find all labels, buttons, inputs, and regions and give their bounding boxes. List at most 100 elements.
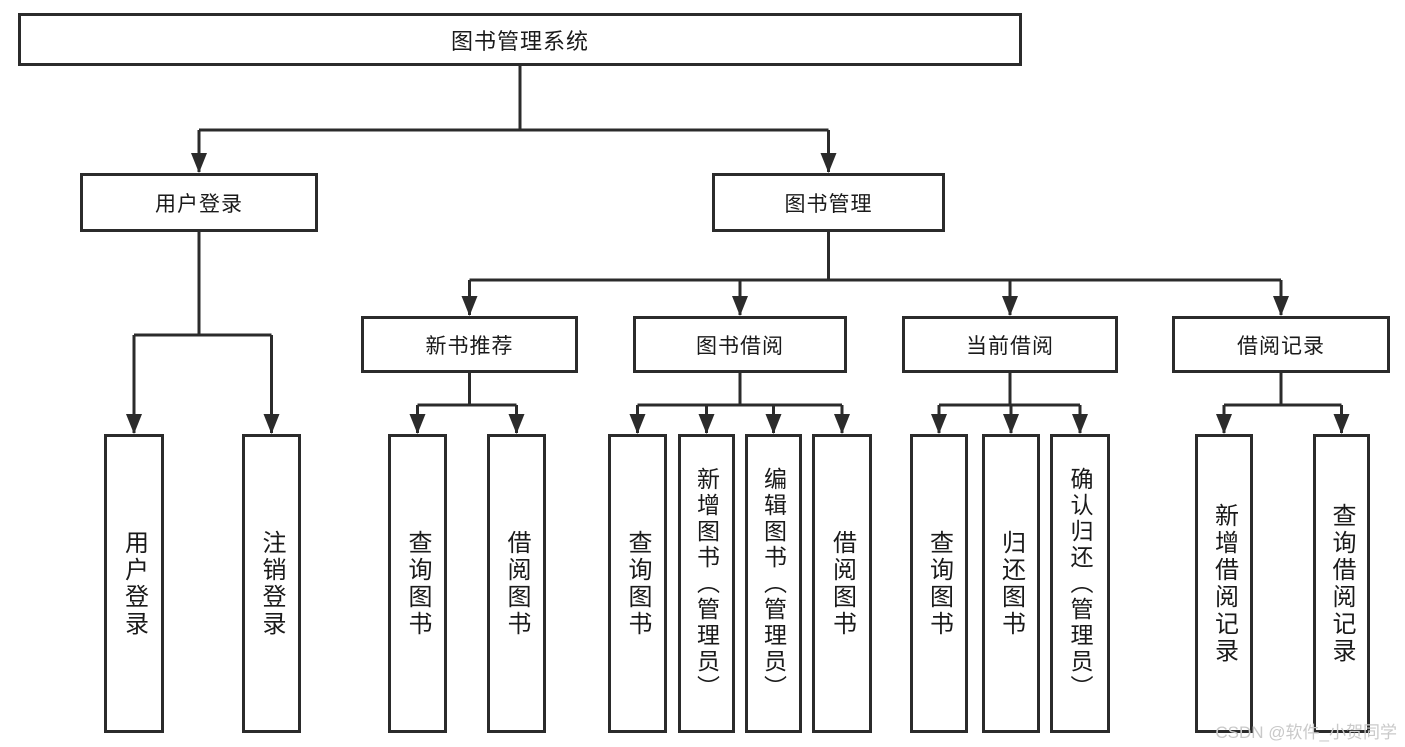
arrow-head-icon	[1216, 414, 1232, 434]
node-leaf-query-book-cur[interactable]: 查询图书	[910, 434, 968, 733]
node-label-leaf-user-logout: 注销登录	[258, 529, 285, 638]
arrow-head-icon	[629, 414, 646, 434]
node-box-new-book-recommend	[361, 316, 578, 373]
node-leaf-query-book-rec[interactable]: 查询图书	[388, 434, 447, 733]
node-label-container-new-book-recommend: 新书推荐	[361, 316, 578, 373]
node-box-current-borrow	[902, 316, 1118, 373]
node-label-book-manage: 图书管理	[784, 192, 873, 216]
arrow-head-icon	[820, 153, 837, 173]
node-leaf-return-book[interactable]: 归还图书	[982, 434, 1040, 733]
node-label-root: 图书管理系统	[450, 28, 589, 54]
node-label-container-book-manage: 图书管理	[712, 173, 945, 232]
node-book-manage[interactable]: 图书管理	[712, 173, 945, 232]
node-label-container-leaf-user-login: 用户登录	[104, 434, 164, 733]
node-label-container-borrow-record: 借阅记录	[1172, 316, 1390, 373]
arrow-head-icon	[1273, 296, 1289, 316]
arrow-head-icon	[931, 414, 947, 434]
arrow-head-icon	[461, 296, 478, 316]
arrow-head-icon	[834, 414, 850, 434]
node-box-leaf-return-book	[982, 434, 1040, 733]
node-label-container-leaf-query-borrow-record: 查询借阅记录	[1313, 434, 1370, 733]
node-leaf-add-book[interactable]: 新增图书（管理员）	[678, 434, 735, 733]
node-label-container-book-borrow: 图书借阅	[633, 316, 847, 373]
node-label-borrow-record: 借阅记录	[1237, 334, 1325, 358]
node-borrow-record[interactable]: 借阅记录	[1172, 316, 1390, 373]
node-label-container-leaf-add-borrow-record: 新增借阅记录	[1195, 434, 1253, 733]
node-box-leaf-edit-book	[745, 434, 802, 733]
node-label-container-leaf-borrow-book-rec: 借阅图书	[487, 434, 546, 733]
arrow-head-icon	[263, 414, 280, 434]
node-label-current-borrow: 当前借阅	[966, 334, 1054, 358]
node-label-leaf-query-borrow-record: 查询借阅记录	[1328, 502, 1355, 665]
node-user-login[interactable]: 用户登录	[80, 173, 318, 232]
node-label-leaf-add-borrow-record: 新增借阅记录	[1210, 502, 1238, 665]
node-label-container-leaf-edit-book: 编辑图书（管理员）	[745, 434, 802, 733]
arrow-head-icon	[409, 414, 426, 434]
node-box-book-manage	[712, 173, 945, 232]
node-root[interactable]: 图书管理系统	[18, 13, 1022, 66]
node-leaf-borrow-book-rec[interactable]: 借阅图书	[487, 434, 546, 733]
watermark: CSDN @软件_小贺同学	[1215, 723, 1397, 742]
arrow-head-icon	[765, 414, 782, 434]
node-leaf-confirm-return[interactable]: 确认归还（管理员）	[1050, 434, 1110, 733]
node-box-leaf-add-borrow-record	[1195, 434, 1253, 733]
arrow-head-icon	[1002, 296, 1018, 316]
node-label-container-leaf-add-book: 新增图书（管理员）	[678, 434, 735, 733]
node-label-book-borrow: 图书借阅	[696, 334, 784, 358]
node-box-book-borrow	[633, 316, 847, 373]
node-label-container-leaf-user-logout: 注销登录	[242, 434, 301, 733]
node-current-borrow[interactable]: 当前借阅	[902, 316, 1118, 373]
node-label-container-leaf-return-book: 归还图书	[982, 434, 1040, 733]
node-label-new-book-recommend: 新书推荐	[425, 334, 514, 358]
node-leaf-borrow-book[interactable]: 借阅图书	[812, 434, 872, 733]
node-leaf-user-login[interactable]: 用户登录	[104, 434, 164, 733]
node-label-container-current-borrow: 当前借阅	[902, 316, 1118, 373]
arrow-head-icon	[508, 414, 525, 434]
node-label-container-user-login: 用户登录	[80, 173, 318, 232]
node-label-container-root: 图书管理系统	[18, 13, 1022, 66]
node-label-container-leaf-borrow-book: 借阅图书	[812, 434, 872, 733]
node-label-leaf-borrow-book-rec: 借阅图书	[503, 529, 530, 638]
node-box-user-login	[80, 173, 318, 232]
node-leaf-user-logout[interactable]: 注销登录	[242, 434, 301, 733]
node-label-leaf-query-book-rec: 查询图书	[404, 529, 431, 638]
node-label-leaf-confirm-return: 确认归还（管理员）	[1067, 466, 1093, 701]
node-box-leaf-add-book	[678, 434, 735, 733]
arrow-head-icon	[1333, 414, 1350, 434]
arrow-head-icon	[698, 414, 715, 434]
node-label-leaf-query-book-cur: 查询图书	[925, 529, 953, 638]
node-box-borrow-record	[1172, 316, 1390, 373]
node-label-leaf-query-book-borrow: 查询图书	[624, 529, 651, 638]
arrow-head-icon	[191, 153, 207, 173]
node-label-leaf-borrow-book: 借阅图书	[828, 529, 856, 638]
node-book-borrow[interactable]: 图书借阅	[633, 316, 847, 373]
node-box-leaf-user-login	[104, 434, 164, 733]
node-box-leaf-borrow-book-rec	[487, 434, 546, 733]
node-box-leaf-query-book-borrow	[608, 434, 667, 733]
node-label-user-login: 用户登录	[155, 192, 243, 216]
node-new-book-recommend[interactable]: 新书推荐	[361, 316, 578, 373]
node-label-container-leaf-query-book-cur: 查询图书	[910, 434, 968, 733]
node-box-leaf-confirm-return	[1050, 434, 1110, 733]
arrow-head-icon	[1072, 414, 1088, 434]
node-box-leaf-query-borrow-record	[1313, 434, 1370, 733]
arrow-head-icon	[126, 414, 142, 434]
node-box-root	[18, 13, 1022, 66]
node-label-container-leaf-query-book-rec: 查询图书	[388, 434, 447, 733]
node-box-leaf-user-logout	[242, 434, 301, 733]
arrow-head-icon	[1003, 414, 1019, 434]
node-leaf-query-borrow-record[interactable]: 查询借阅记录	[1313, 434, 1370, 733]
node-leaf-query-book-borrow[interactable]: 查询图书	[608, 434, 667, 733]
node-label-leaf-edit-book: 编辑图书（管理员）	[760, 466, 787, 701]
node-leaf-add-borrow-record[interactable]: 新增借阅记录	[1195, 434, 1253, 733]
node-leaf-edit-book[interactable]: 编辑图书（管理员）	[745, 434, 802, 733]
node-label-leaf-user-login: 用户登录	[120, 529, 148, 638]
node-label-leaf-return-book: 归还图书	[997, 529, 1025, 638]
node-box-leaf-query-book-cur	[910, 434, 968, 733]
node-box-leaf-borrow-book	[812, 434, 872, 733]
arrow-head-icon	[732, 296, 748, 316]
node-label-leaf-add-book: 新增图书（管理员）	[693, 466, 720, 701]
node-label-container-leaf-query-book-borrow: 查询图书	[608, 434, 667, 733]
